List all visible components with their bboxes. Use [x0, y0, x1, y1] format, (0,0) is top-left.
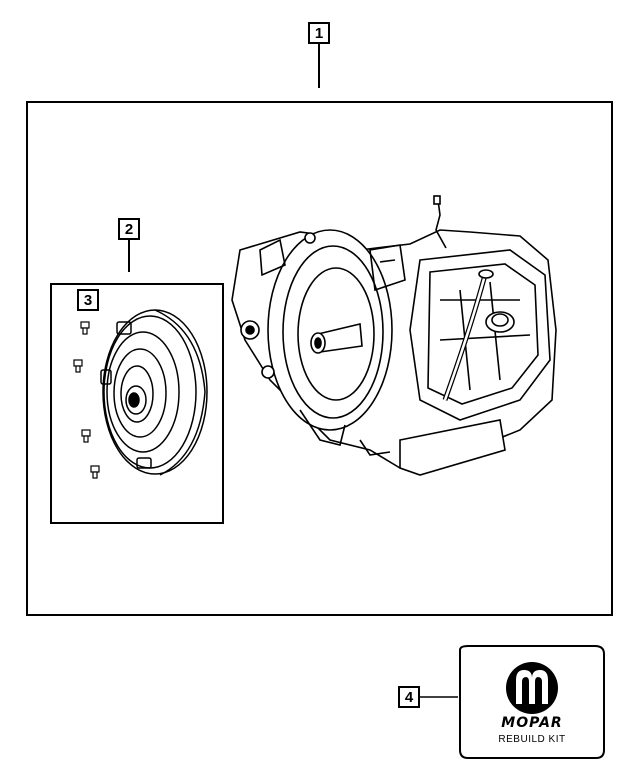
assembly-frame — [26, 101, 613, 616]
callout-2: 2 — [118, 218, 140, 240]
callout-4: 4 — [398, 686, 420, 708]
mopar-logo-icon — [506, 662, 558, 714]
callout-3: 3 — [77, 289, 99, 311]
rebuild-kit-box-icon — [459, 645, 605, 759]
torque-converter-icon — [100, 309, 208, 476]
callout-1: 1 — [308, 22, 330, 44]
bolt-icon — [73, 321, 100, 479]
torque-converter-frame — [50, 283, 224, 524]
kit-brand-text: MOPAR — [501, 715, 563, 731]
kit-label-text: REBUILD KIT — [498, 734, 566, 745]
transmission-assembly-icon — [231, 195, 557, 476]
